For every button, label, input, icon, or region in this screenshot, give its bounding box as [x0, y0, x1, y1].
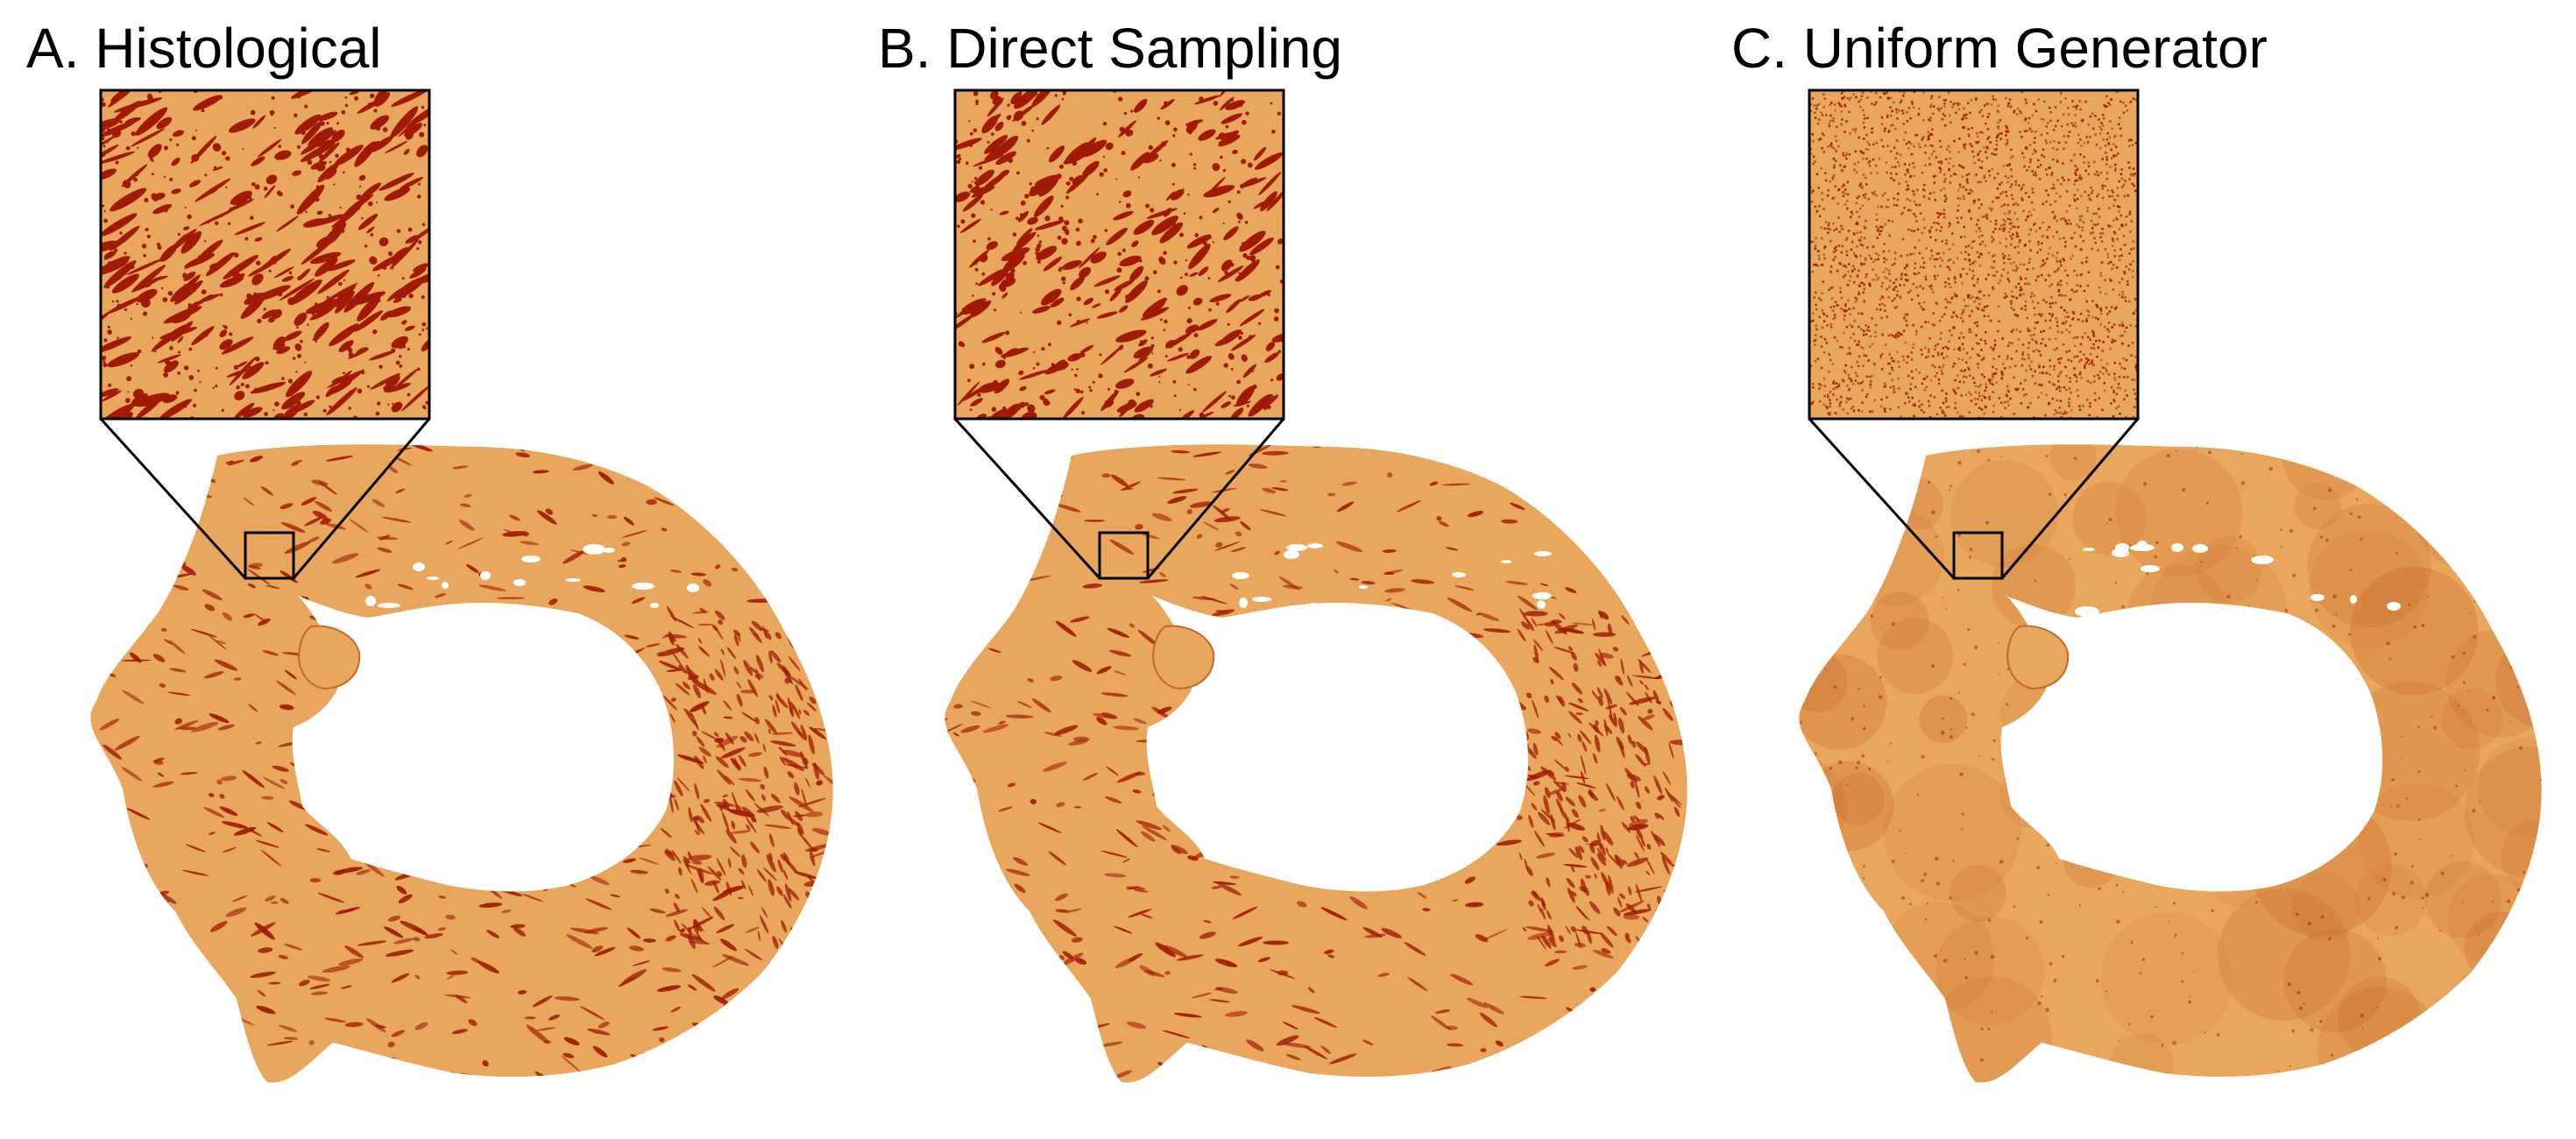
zoom-inset	[1808, 88, 2140, 421]
zoom-connector-right	[2000, 418, 2140, 579]
panel-direct-sampling	[945, 88, 1688, 1083]
zoom-connector-right	[292, 418, 431, 579]
zoom-region-marker	[1952, 531, 2004, 580]
ventricle-cavity	[2000, 596, 2383, 892]
panel-title-b: B. Direct Sampling	[878, 17, 1342, 80]
tissue-island	[2006, 625, 2070, 690]
panel-title-a: A. Histological	[26, 17, 382, 80]
zoom-inset	[953, 88, 1285, 421]
tissue-island	[298, 625, 361, 690]
zoom-region-marker	[1098, 531, 1150, 580]
zoom-connector-left	[99, 417, 247, 580]
ventricle-cavity	[292, 596, 675, 892]
zoom-connector-left	[953, 417, 1101, 580]
panel-uniform-generator	[1799, 88, 2542, 1083]
tissue-island	[1152, 625, 1215, 690]
zoom-region-marker	[244, 531, 295, 580]
panel-histological	[90, 88, 833, 1083]
zoom-inset	[99, 88, 431, 421]
panel-title-c: C. Uniform Generator	[1731, 17, 2268, 80]
zoom-connector-right	[1146, 418, 1285, 579]
ventricle-cavity	[1146, 596, 1529, 892]
zoom-connector-left	[1808, 417, 1956, 580]
